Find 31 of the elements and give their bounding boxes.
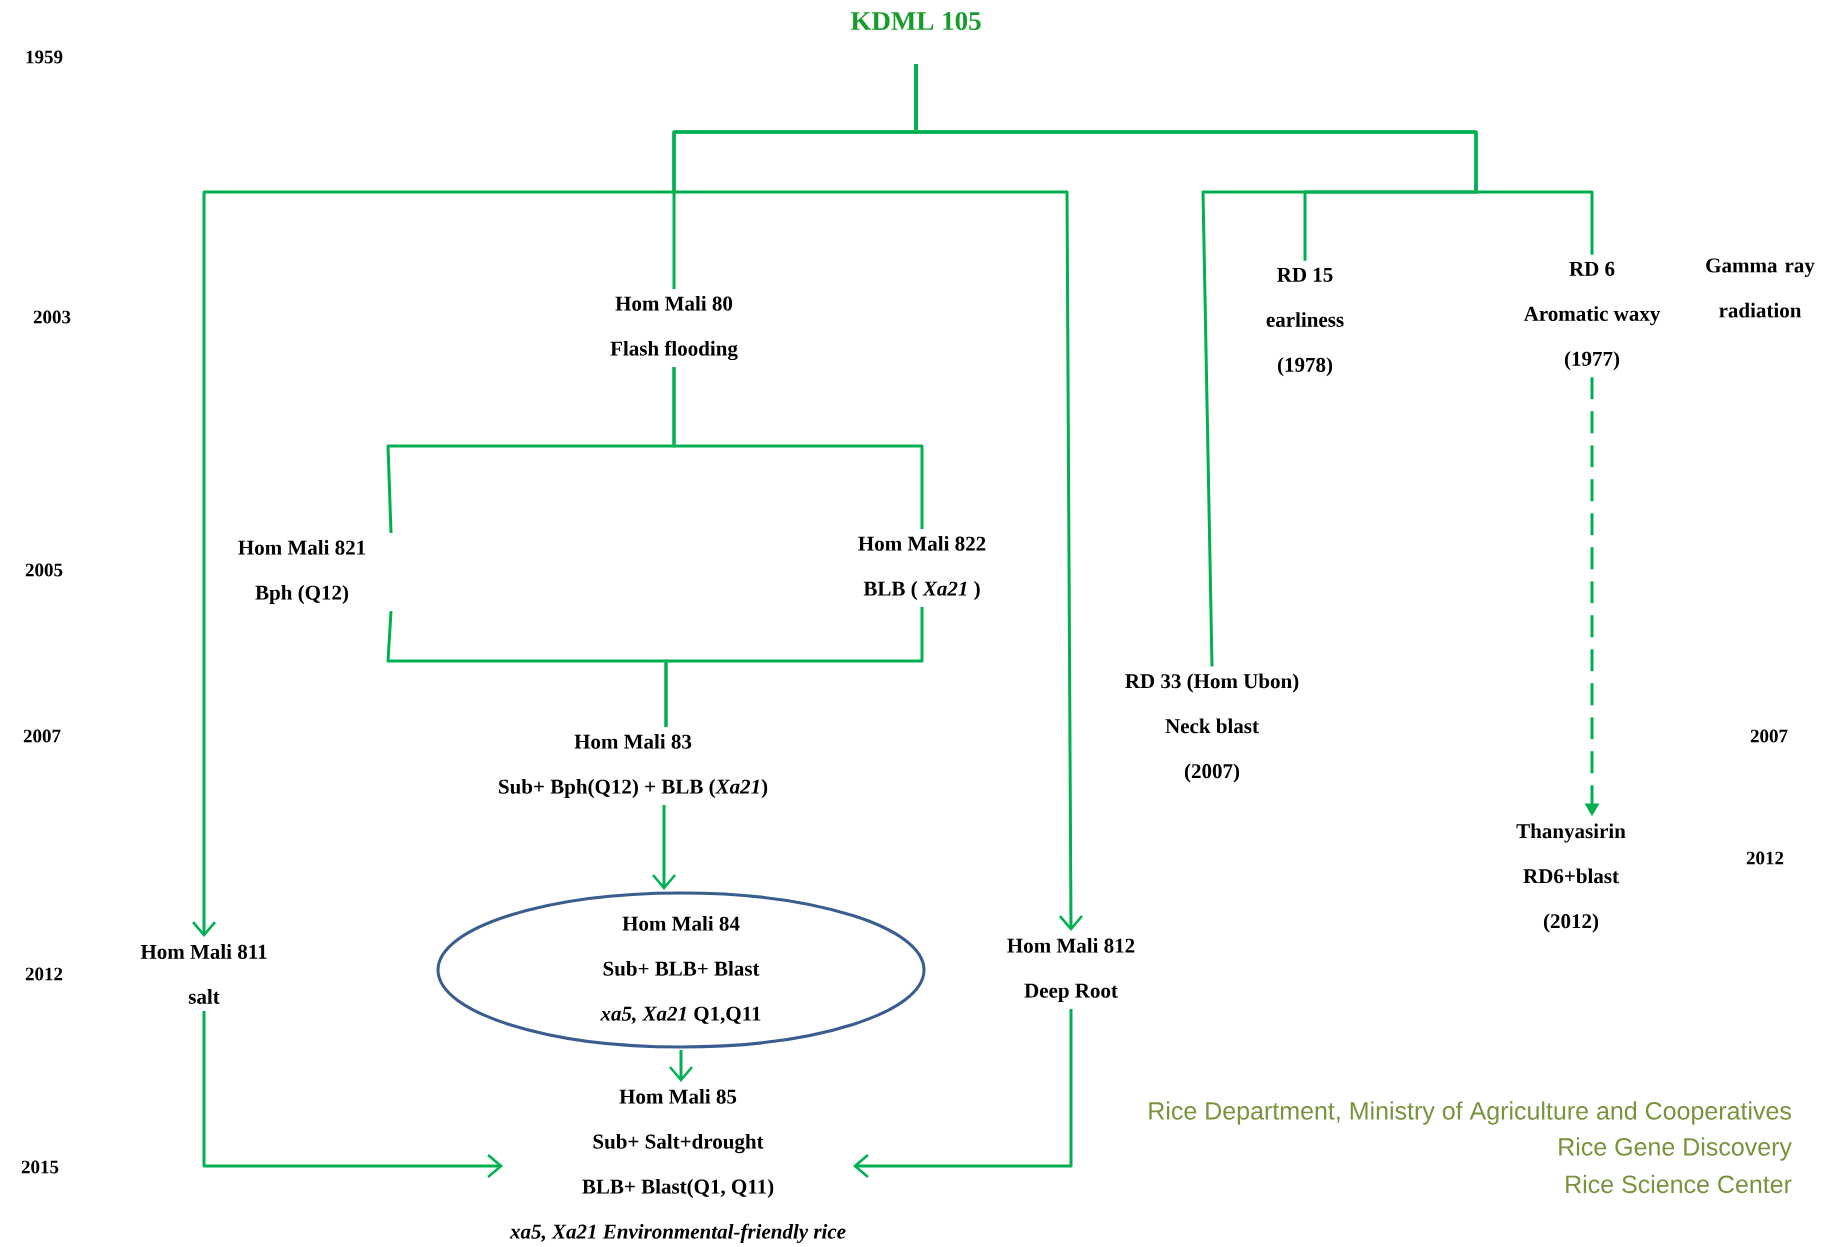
- variety-label: RD 6 Aromatic waxy (1977): [1523, 261, 1661, 371]
- credit-text: Rice Department, Ministry of Agriculture and Cooperatives: [1149, 1101, 1791, 1125]
- variety-label: Hom Mali 821 Bph (Q12): [238, 540, 366, 604]
- year-label: 2012: [25, 967, 63, 981]
- year-label: 2005: [25, 563, 63, 577]
- variety-label: Hom Mali 85 Sub+ Salt+drought BLB+ Blast(Q1, Q11) xa5, Xa21 Environmental-friendly rice: [509, 1088, 846, 1244]
- variety-label: Hom Mali 811 salt: [140, 944, 267, 1004]
- year-label: 2007: [23, 729, 61, 743]
- arrow: [853, 1009, 1073, 1178]
- year-label: 2012: [1746, 851, 1784, 865]
- credit-text: Rice Science Center: [1566, 1174, 1792, 1194]
- variety-label: Hom Mali 80 Flash flooding: [610, 295, 738, 361]
- note-text: Gamma ray radiation: [1706, 258, 1815, 318]
- year-label: 2003: [33, 310, 71, 324]
- year-label: 2015: [21, 1160, 59, 1174]
- variety-label: Thanyasirin RD6+blast (2012): [1516, 823, 1626, 933]
- credit-text: Rice Gene Discovery: [1559, 1137, 1792, 1161]
- variety-label: Hom Mali 822 BLB ( Xa21 ): [858, 536, 986, 600]
- arrow: [202, 1010, 503, 1178]
- root-variety-label: KDML 105: [850, 11, 981, 31]
- variety-label: Hom Mali 83 Sub+ Bph(Q12) + BLB (Xa21): [499, 734, 768, 798]
- year-label: 2007: [1750, 729, 1788, 743]
- connector-line: [672, 367, 924, 529]
- variety-label: RD 15 earliness (1978): [1266, 267, 1344, 377]
- connector-line: [914, 64, 1478, 667]
- year-label: 1959: [26, 50, 63, 64]
- variety-label: Hom Mali 812 Deep Root: [1007, 938, 1135, 1002]
- connector-line: [664, 607, 924, 727]
- arrow: [669, 1050, 693, 1082]
- arrow: [652, 805, 676, 890]
- variety-label: RD 33 (Hom Ubon) Neck blast (2007): [1125, 673, 1299, 783]
